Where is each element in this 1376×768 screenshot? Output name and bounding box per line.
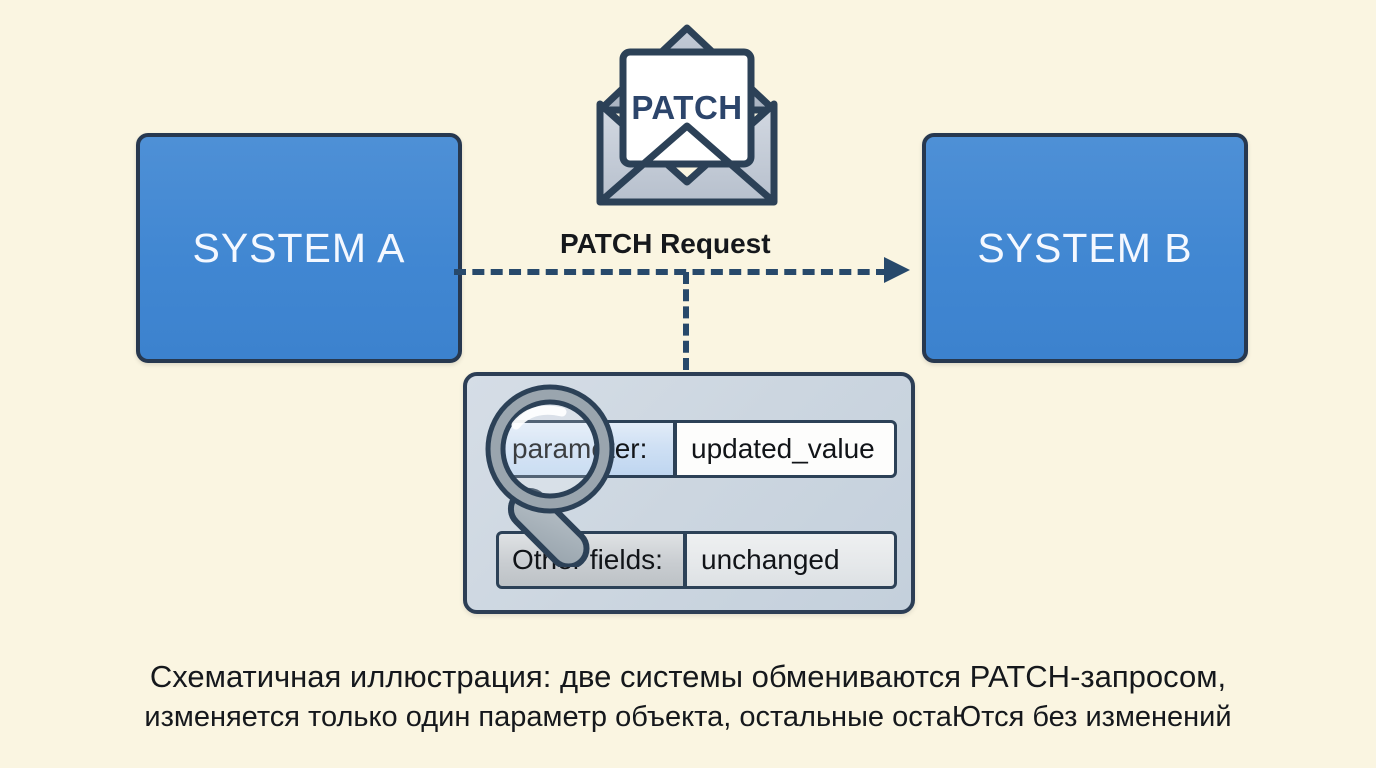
system-b-box: SYSTEM B xyxy=(922,133,1248,363)
detail-connector-line xyxy=(683,272,689,370)
envelope-icon: PATCH xyxy=(592,22,782,208)
envelope-body xyxy=(596,100,778,206)
arrow-head-icon xyxy=(884,257,910,283)
parameter-key-cell: parameter: xyxy=(496,420,675,478)
caption: Схематичная иллюстрация: две системы обм… xyxy=(0,657,1376,737)
envelope-letter xyxy=(619,48,755,168)
system-b-label: SYSTEM B xyxy=(977,224,1193,271)
system-a-label: SYSTEM A xyxy=(192,224,406,271)
envelope-letter-text: PATCH xyxy=(631,89,743,126)
parameter-value-cell: updated_value xyxy=(675,420,897,478)
system-a-box: SYSTEM A xyxy=(136,133,462,363)
patch-request-arrow-line xyxy=(454,269,888,275)
envelope-front-fold xyxy=(597,122,777,205)
other-fields-value-cell: unchanged xyxy=(685,531,897,589)
other-fields-row: Other fields: unchanged xyxy=(496,531,897,589)
payload-detail-card: parameter: updated_value Other fields: u… xyxy=(463,372,915,614)
caption-line-1: Схематичная иллюстрация: две системы обм… xyxy=(149,659,1227,694)
caption-line-2: изменяется только один параметр объекта,… xyxy=(144,701,1232,733)
patch-request-label: PATCH Request xyxy=(560,228,771,259)
other-fields-key-cell: Other fields: xyxy=(496,531,685,589)
parameter-row: parameter: updated_value xyxy=(496,420,897,478)
